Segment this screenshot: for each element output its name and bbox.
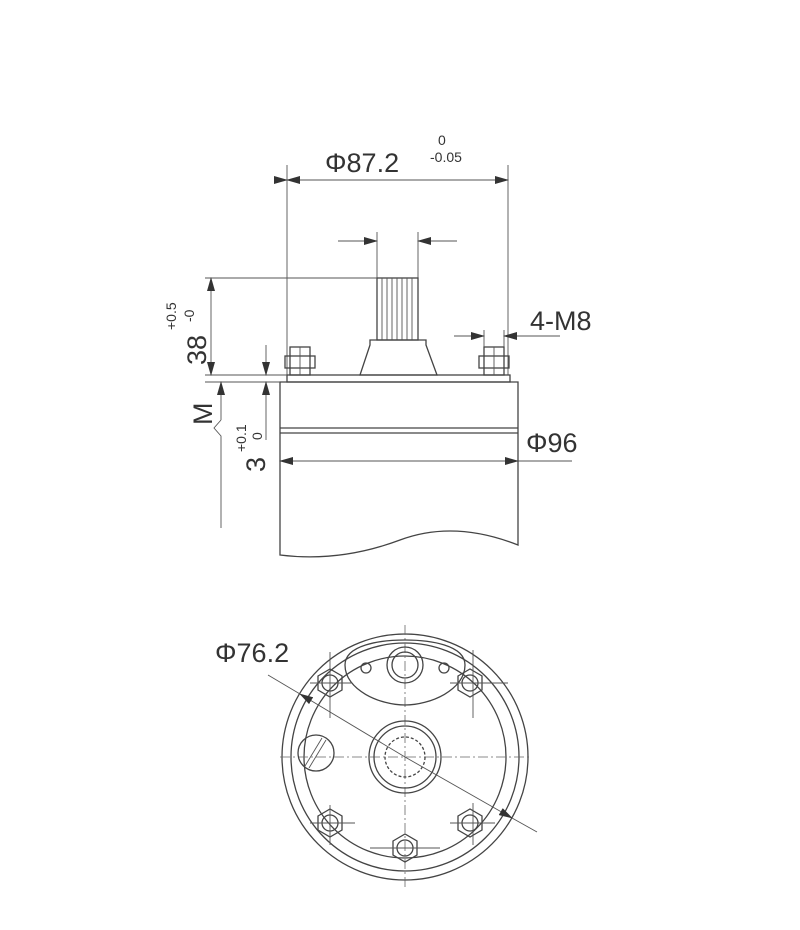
- bolt-left: [284, 346, 316, 376]
- nut-top-right: [450, 650, 508, 718]
- step-tol-upper: +0.1: [233, 424, 249, 452]
- height-tol-upper: +0.5: [163, 302, 179, 330]
- step-tol-lower: 0: [249, 432, 265, 440]
- motor-body: [279, 381, 519, 558]
- step-label: 3: [241, 457, 271, 472]
- height-label: 38: [182, 335, 212, 365]
- mount-label: M: [188, 403, 218, 426]
- shaft-end: [368, 720, 442, 794]
- nut-top-left: [310, 652, 352, 718]
- side-view: Φ87.2 0 -0.05: [163, 132, 592, 558]
- flange-tol-lower: -0.05: [430, 149, 462, 165]
- port-flange: [344, 639, 466, 706]
- flange-plate: [286, 374, 511, 383]
- screw-plug: [297, 734, 335, 772]
- nut-bottom-right: [450, 803, 495, 845]
- bolt-right: [478, 346, 510, 376]
- bolt-circle-dimension: [267, 674, 301, 695]
- nut-bottom: [370, 833, 440, 863]
- end-view: Φ76.2: [215, 625, 538, 888]
- bolt-circle-label: Φ76.2: [215, 638, 289, 668]
- flange-tol-upper: 0: [438, 132, 446, 148]
- height-tol-lower: -0: [181, 309, 197, 322]
- flange-diameter-label: Φ87.2: [325, 148, 399, 178]
- body-diameter-label: Φ96: [526, 428, 578, 458]
- thread-label: 4-M8: [530, 306, 592, 336]
- nut-bottom-left: [310, 805, 355, 845]
- splined-shaft: [359, 277, 438, 376]
